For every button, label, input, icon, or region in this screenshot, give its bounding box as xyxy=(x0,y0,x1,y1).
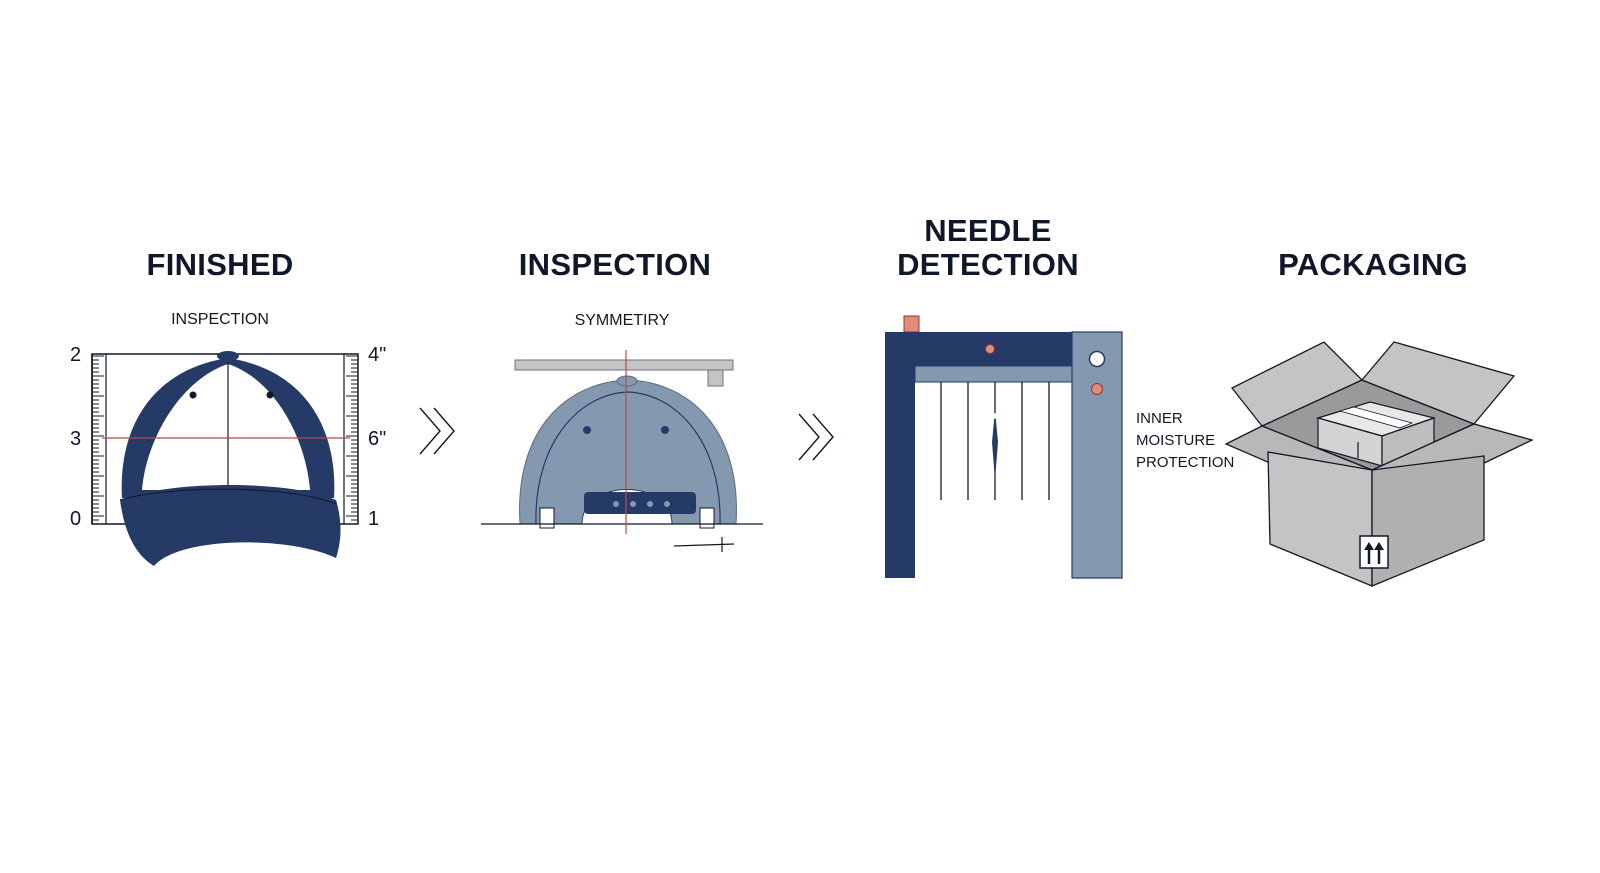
step-needle-title-line2: DETECTION xyxy=(897,247,1079,282)
open-box-icon xyxy=(1224,341,1534,587)
step-finished-subtitle: INSPECTION xyxy=(171,311,269,328)
step-finished-title: FINISHED xyxy=(146,247,294,282)
measured-cap-icon xyxy=(91,351,359,566)
double-chevron-icon xyxy=(798,413,834,461)
cap-symmetry-icon xyxy=(481,350,763,552)
double-chevron-icon xyxy=(419,407,455,455)
step-packaging-title: PACKAGING xyxy=(1278,247,1468,282)
note-line-1: INNER xyxy=(1136,410,1183,427)
metal-detector-gate-icon xyxy=(885,315,1123,579)
scale-left-mid: 3 xyxy=(70,428,82,450)
scale-right-bottom: 1 xyxy=(368,508,380,530)
scale-right-mid: 6" xyxy=(368,428,387,450)
note-line-2: MOISTURE xyxy=(1136,432,1216,449)
step-inspection-subtitle: SYMMETIRY xyxy=(574,312,670,329)
scale-right-top: 4" xyxy=(368,344,387,366)
scale-left-bottom: 0 xyxy=(70,508,82,530)
note-line-3: PROTECTION xyxy=(1136,454,1235,471)
step-needle-title-line1: NEEDLE xyxy=(924,213,1052,248)
scale-left-top: 2 xyxy=(70,344,82,366)
step-inspection-title: INSPECTION xyxy=(518,247,712,282)
moisture-protection-note: INNER MOISTURE PROTECTION xyxy=(1136,408,1234,474)
